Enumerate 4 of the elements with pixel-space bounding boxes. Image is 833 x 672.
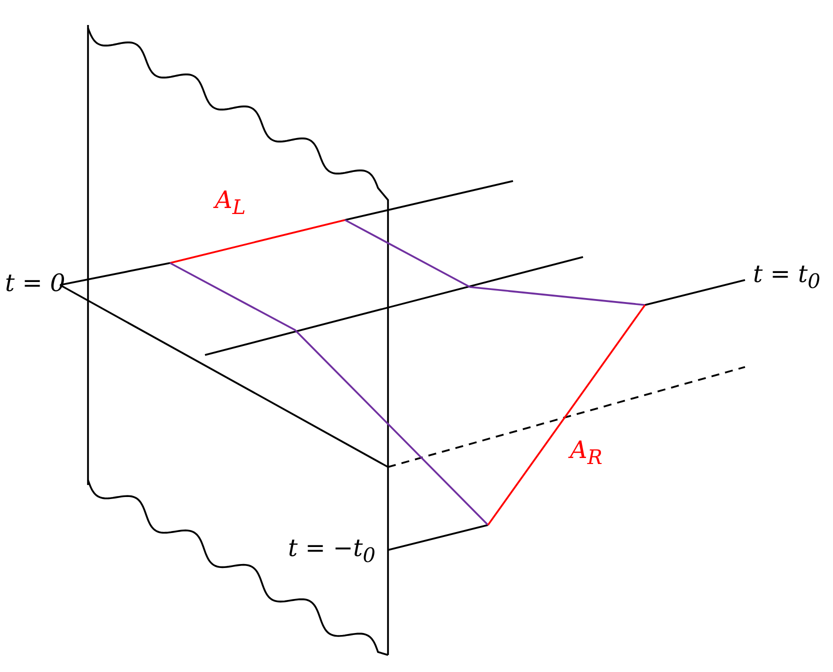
field-label: A$_{R}$ <box>570 438 602 467</box>
time-label: t = t$_{0}$ <box>753 262 820 291</box>
time-label: t = −t$_{0}$ <box>288 536 376 565</box>
field-label: A$_{L}$ <box>215 188 246 217</box>
